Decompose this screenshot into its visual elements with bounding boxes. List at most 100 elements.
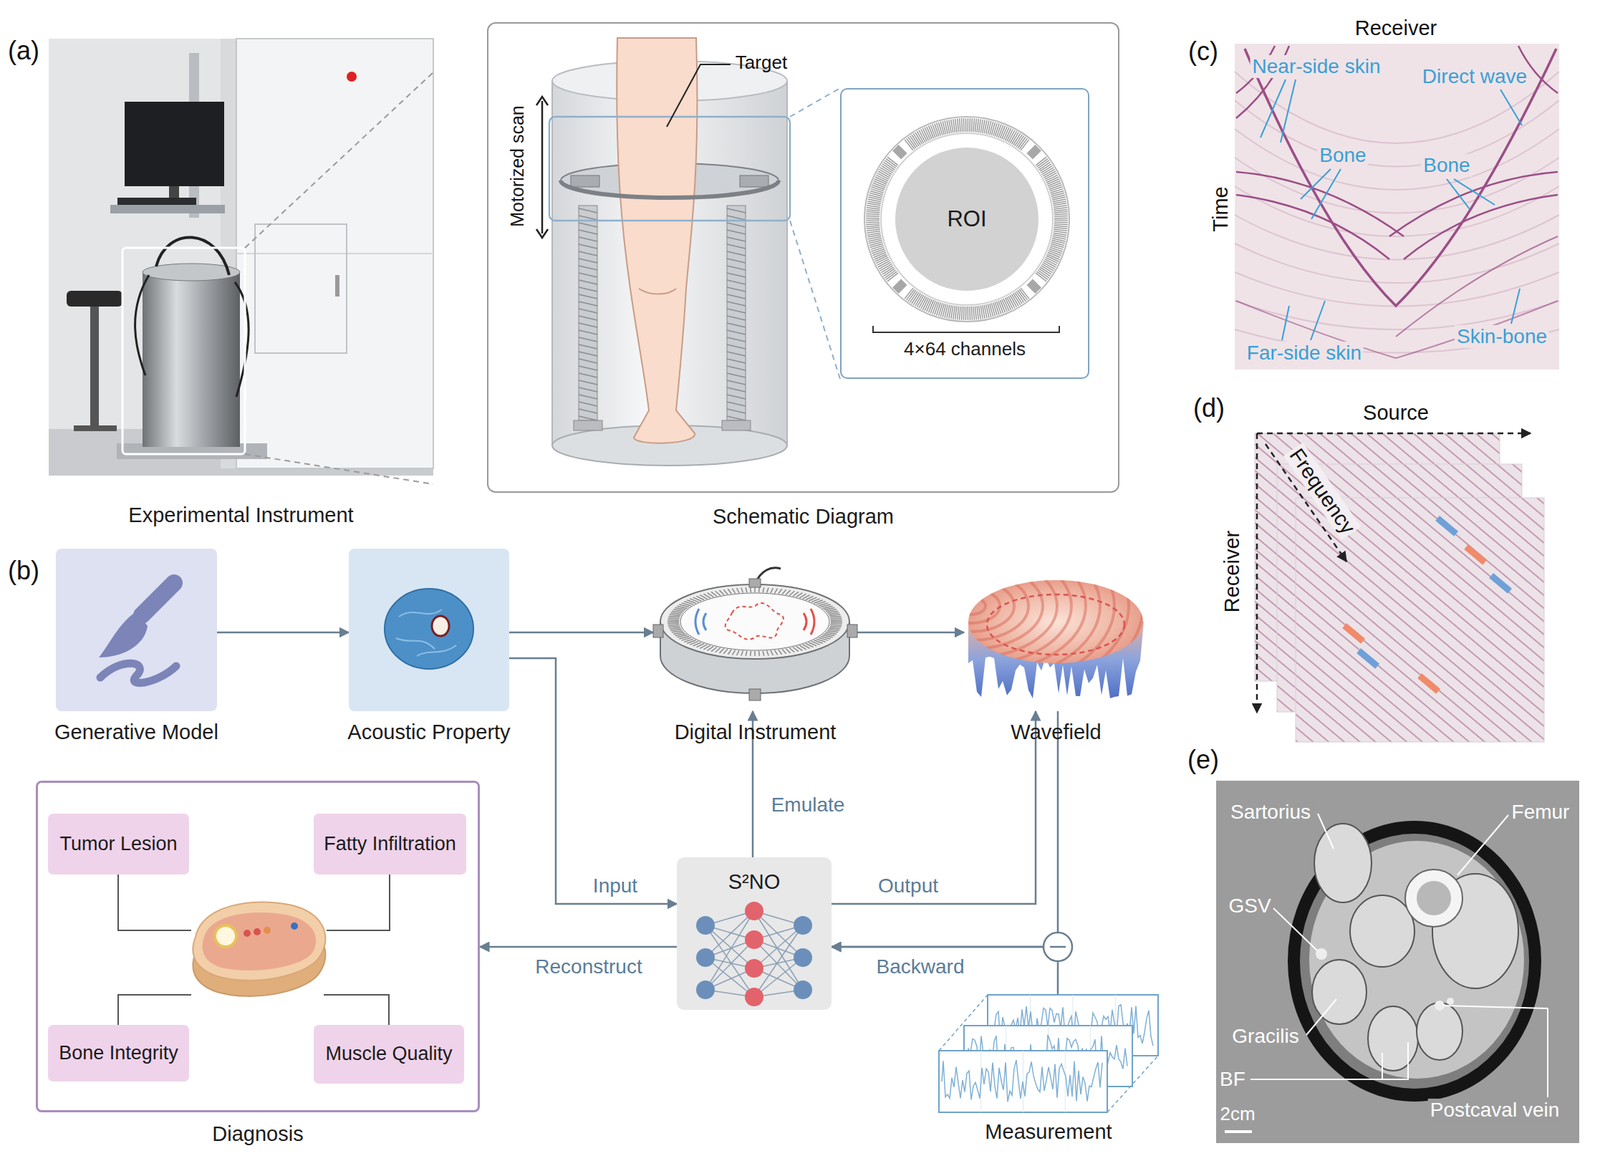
- decor-path: [416, 645, 457, 657]
- decor-line: [668, 617, 680, 619]
- decor-line: [726, 358, 746, 364]
- anatomy-label: Femur: [1509, 800, 1573, 824]
- decor-line: [726, 387, 746, 392]
- anatomy-label: GSV: [1226, 894, 1273, 918]
- decor-path: [873, 325, 1060, 333]
- decor-circle: [696, 980, 715, 1000]
- decor-rect: [721, 420, 751, 431]
- decor-line: [830, 616, 842, 618]
- digital-instrument: Digital Instrument: [653, 555, 858, 712]
- decor-line: [578, 265, 598, 271]
- decor-line: [980, 305, 983, 320]
- decor-line: [1224, 1130, 1252, 1134]
- decor-rect: [1216, 780, 1580, 1144]
- decor-line: [726, 408, 746, 414]
- decor-line: [1049, 946, 1066, 949]
- axis-label: Receiver: [1220, 530, 1245, 613]
- axis-label: Source: [1362, 401, 1429, 425]
- decor-path: [1234, 214, 1560, 260]
- decor-line: [578, 358, 598, 364]
- node-illustration: [48, 38, 434, 476]
- decor-rect: [1342, 623, 1366, 644]
- decor-line: [967, 306, 970, 321]
- decor-line: [785, 590, 791, 595]
- decor-rect: [1417, 673, 1441, 695]
- diagnosis-panel: DiagnosisTumor LesionFatty InfiltrationB…: [35, 780, 480, 1113]
- decor-line: [789, 220, 841, 379]
- decor-line: [671, 610, 683, 613]
- decor-ellipse: [885, 554, 1058, 658]
- decor-line: [726, 208, 746, 213]
- decor-line: [668, 624, 680, 626]
- node-caption: Digital Instrument: [674, 720, 837, 745]
- callout-label: Near-side skin: [1250, 55, 1383, 79]
- node-illustration: [653, 555, 858, 712]
- decor-line: [578, 394, 598, 399]
- decor-line: [975, 306, 977, 321]
- decor-line: [726, 330, 746, 335]
- decor-ellipse: [660, 584, 850, 659]
- decor-ellipse: [827, 519, 1115, 692]
- decor-ellipse: [813, 511, 1129, 701]
- roi-circle: ROI: [895, 147, 1039, 291]
- decor-path: [703, 613, 707, 631]
- decor-line: [866, 209, 881, 212]
- instrument-photo: Experimental Instrument: [48, 38, 434, 476]
- decor-line: [1054, 221, 1068, 223]
- anatomy-label: Postcaval vein: [1428, 1098, 1563, 1122]
- decor-path: [1234, 272, 1560, 307]
- panel-letter: (c): [1188, 36, 1219, 66]
- decor-line: [830, 624, 842, 626]
- decor-line: [726, 280, 746, 285]
- decor-line: [865, 225, 880, 227]
- decor-line: [244, 454, 434, 485]
- decor-path: [1236, 194, 1390, 260]
- decor-circle: [290, 922, 298, 930]
- wavefield: Wavefield: [964, 555, 1149, 712]
- decor-line: [1256, 432, 1531, 435]
- decor-line: [1446, 179, 1470, 210]
- schematic-panel: Schematic Diagram4×64 channelsROI: [487, 22, 1120, 493]
- decor-line: [1022, 1050, 1024, 1113]
- decor-line: [865, 217, 880, 220]
- decor-path: [695, 608, 700, 635]
- decor-line: [719, 648, 725, 654]
- decor-line: [1107, 1055, 1159, 1113]
- decor-line: [938, 994, 988, 1051]
- decor-line: [726, 265, 746, 271]
- decor-ellipse: [899, 562, 1043, 649]
- panel-letter: (e): [1187, 744, 1219, 775]
- operator-box: S²NO: [676, 857, 832, 1010]
- decor-line: [955, 305, 957, 320]
- decor-ellipse: [1312, 959, 1367, 1025]
- decor-rect: [938, 1050, 1108, 1113]
- decor-line: [971, 118, 972, 132]
- callout-label: Direct wave: [1420, 65, 1530, 89]
- decor-line: [578, 337, 598, 342]
- decor-ellipse: [986, 594, 1125, 655]
- decor-line: [1029, 282, 1039, 291]
- decor-line: [865, 223, 880, 225]
- decor-line: [867, 232, 881, 235]
- decor-line: [870, 191, 884, 195]
- diagnosis-box: Fatty Infiltration: [313, 813, 467, 875]
- decor-line: [726, 323, 746, 328]
- decor-line: [971, 306, 972, 321]
- decor-path: [156, 237, 230, 276]
- decor-path: [1317, 813, 1334, 849]
- decor-path: [1244, 48, 1557, 306]
- decor-line: [830, 622, 843, 624]
- decor-line: [762, 651, 765, 657]
- decor-line: [979, 118, 982, 133]
- decor-line: [830, 620, 843, 623]
- flow-arrow: [831, 711, 1058, 947]
- decor-line: [578, 280, 598, 285]
- decor-rect: [549, 116, 790, 221]
- axis-label: Time: [1208, 186, 1233, 232]
- flow-arrow: [217, 631, 349, 634]
- decor-path: [100, 663, 177, 683]
- decor-line: [866, 229, 881, 231]
- decor-path: [941, 1059, 1103, 1102]
- decor-line: [1054, 219, 1068, 222]
- decor-circle: [1446, 997, 1454, 1005]
